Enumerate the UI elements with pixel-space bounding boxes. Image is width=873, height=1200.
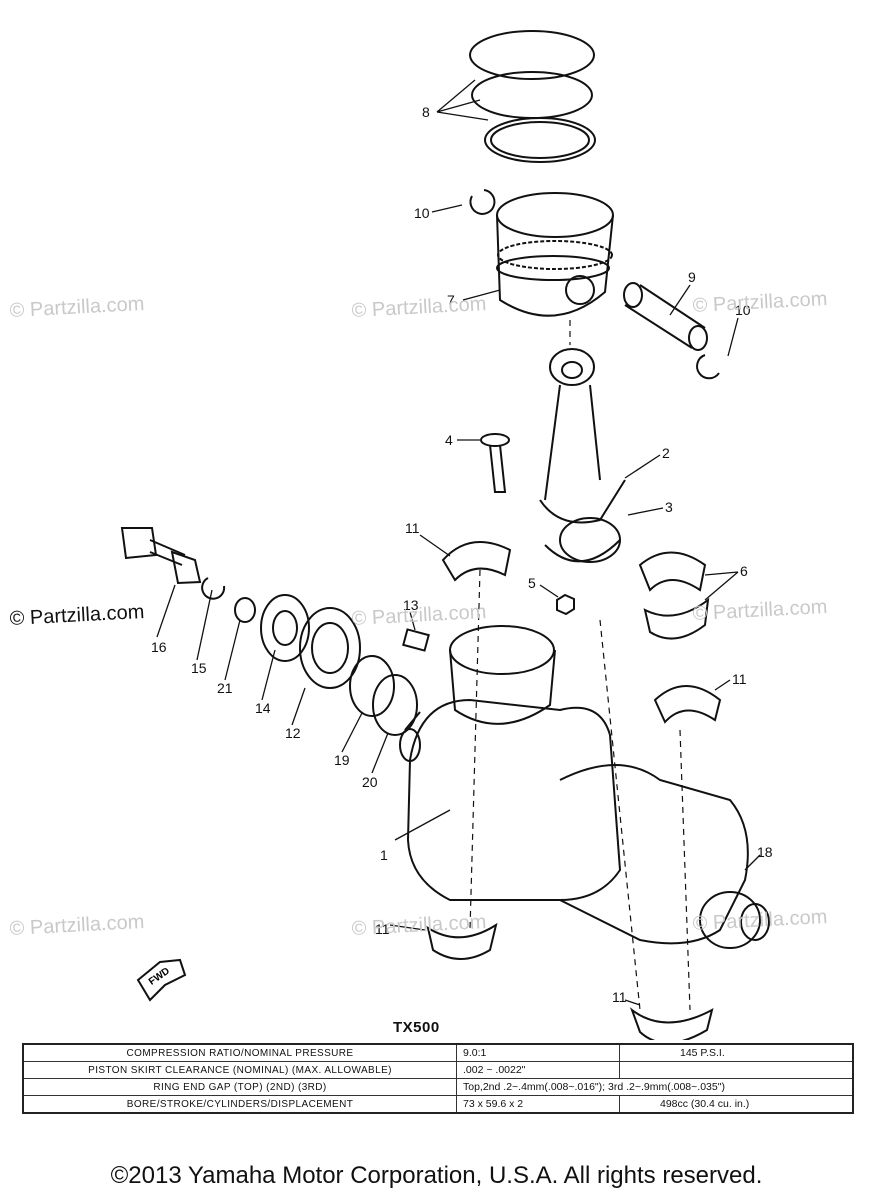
gear-small <box>260 594 310 662</box>
alignment-lines <box>469 320 691 1011</box>
spec-value: Top,2nd .2~.4mm(.008~.016"); 3rd .2~.9mm… <box>456 1078 854 1096</box>
callout-11-right: 11 <box>732 671 747 687</box>
spacer-19 <box>349 655 395 717</box>
rod-bolt <box>480 433 510 493</box>
watermark: © Partzilla.com <box>9 293 145 322</box>
callout-16: 16 <box>151 639 167 655</box>
watermark: © Partzilla.com <box>351 911 487 940</box>
callout-10: 10 <box>414 205 430 221</box>
bearing-right-lower <box>643 597 710 640</box>
callout-6: 6 <box>740 563 748 579</box>
piston <box>496 192 614 317</box>
callout-13: 13 <box>403 597 419 613</box>
watermark: © Partzilla.com <box>692 906 828 935</box>
table-row: COMPRESSION RATIO/NOMINAL PRESSURE 9.0:1… <box>22 1043 854 1062</box>
bearing-right-upper <box>638 551 707 592</box>
watermark: © Partzilla.com <box>9 601 145 630</box>
callout-21: 21 <box>217 680 233 696</box>
washer <box>234 597 256 623</box>
callout-labels: 8 10 7 9 10 4 2 3 11 5 6 13 16 15 21 14 … <box>151 104 773 1005</box>
circlip <box>469 189 496 215</box>
leader-lines <box>156 79 761 1006</box>
watermark: © Partzilla.com <box>351 293 487 322</box>
callout-4: 4 <box>445 432 453 448</box>
bearing-crank-lower <box>426 922 498 960</box>
callout-10-right: 10 <box>735 302 751 318</box>
crankshaft-piston-exploded-view: 8 10 7 9 10 4 2 3 11 5 6 13 16 15 21 14 … <box>9 30 828 1040</box>
spec-value: 498cc (30.4 cu. in.) <box>619 1095 854 1114</box>
spec-value: 145 P.S.I. <box>619 1043 854 1062</box>
rod-nut <box>556 593 575 616</box>
callout-9: 9 <box>688 269 696 285</box>
model-label: TX500 <box>393 1019 440 1036</box>
watermark: © Partzilla.com <box>351 601 487 630</box>
copyright-notice: ©2013 Yamaha Motor Corporation, U.S.A. A… <box>110 1162 763 1189</box>
table-row: PISTON SKIRT CLEARANCE (NOMINAL) (MAX. A… <box>22 1061 854 1079</box>
piston-rings <box>469 30 596 163</box>
callout-2: 2 <box>662 445 670 461</box>
callout-19: 19 <box>334 752 350 768</box>
spec-label: RING END GAP (TOP) (2ND) (3RD) <box>22 1078 457 1096</box>
callout-3: 3 <box>665 499 673 515</box>
callout-11-bottom: 11 <box>612 989 627 1005</box>
callout-18: 18 <box>757 844 773 860</box>
bearing-crank-upper <box>653 685 722 724</box>
gear-primary <box>299 607 361 689</box>
key <box>402 628 430 652</box>
callout-5: 5 <box>528 575 536 591</box>
watermark: © Partzilla.com <box>692 288 828 317</box>
watermarks: © Partzilla.com © Partzilla.com © Partzi… <box>9 288 828 940</box>
callout-11-upper: 11 <box>405 520 420 536</box>
spec-label: BORE/STROKE/CYLINDERS/DISPLACEMENT <box>22 1095 457 1114</box>
lock-washer <box>170 550 202 585</box>
fwd-arrow-icon <box>136 958 187 1002</box>
oring-20 <box>372 674 418 736</box>
callout-14: 14 <box>255 700 271 716</box>
callout-11-lower: 11 <box>375 921 390 937</box>
bearing-upper-left <box>441 541 512 582</box>
spec-value: .002 ~ .0022" <box>456 1061 620 1079</box>
connecting-rod <box>539 348 626 563</box>
spec-value: 73 x 59.6 x 2 <box>456 1095 620 1114</box>
callout-12: 12 <box>285 725 301 741</box>
bearing-bottom <box>629 1007 714 1040</box>
spec-label: COMPRESSION RATIO/NOMINAL PRESSURE <box>22 1043 457 1062</box>
callout-8: 8 <box>422 104 430 120</box>
crankshaft <box>399 625 770 949</box>
piston-pin <box>623 282 708 351</box>
specs-table: COMPRESSION RATIO/NOMINAL PRESSURE 9.0:1… <box>22 1043 854 1114</box>
table-row: RING END GAP (TOP) (2ND) (3RD) Top,2nd .… <box>22 1078 854 1096</box>
callout-1: 1 <box>380 847 388 863</box>
spec-value: 9.0:1 <box>456 1043 620 1062</box>
spec-value <box>619 1061 854 1079</box>
callout-15: 15 <box>191 660 207 676</box>
callout-20: 20 <box>362 774 378 790</box>
circlip-key <box>201 577 226 600</box>
watermark: © Partzilla.com <box>9 911 145 940</box>
circlip-right <box>696 354 720 380</box>
table-row: BORE/STROKE/CYLINDERS/DISPLACEMENT 73 x … <box>22 1095 854 1114</box>
crank-bolt <box>120 527 186 566</box>
callout-7: 7 <box>447 292 455 308</box>
watermark: © Partzilla.com <box>692 596 828 625</box>
spec-label: PISTON SKIRT CLEARANCE (NOMINAL) (MAX. A… <box>22 1061 457 1079</box>
